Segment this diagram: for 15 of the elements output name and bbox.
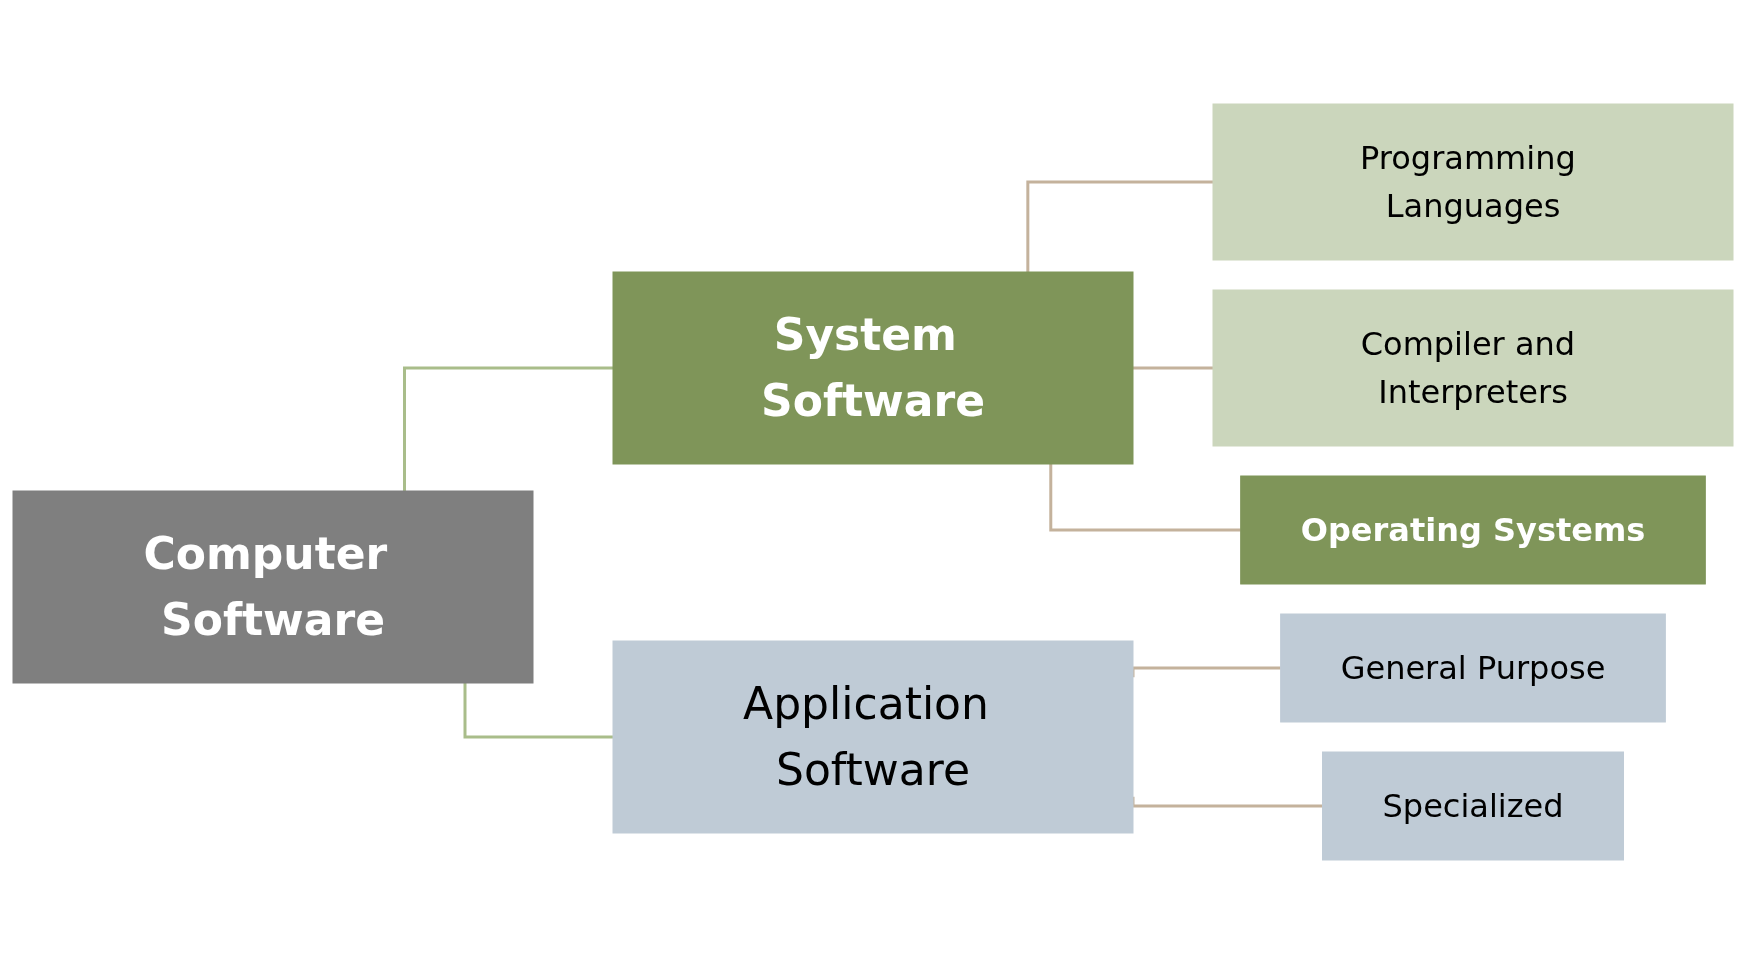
node-box: System Software	[612, 271, 1133, 465]
node-box: Programming Languages	[1212, 103, 1733, 261]
node-box: Operating Systems	[1239, 475, 1706, 585]
connector	[1131, 796, 1322, 808]
connector	[1025, 180, 1213, 272]
connector	[1131, 666, 1281, 678]
connector	[1048, 464, 1241, 532]
node-box: Application Software	[612, 640, 1133, 834]
node-box: Computer Software	[12, 490, 533, 684]
connector	[402, 366, 613, 491]
node-box: Specialized	[1321, 751, 1624, 861]
node-box: General Purpose	[1279, 613, 1666, 723]
connector	[463, 683, 613, 739]
connector	[1131, 366, 1213, 370]
node-box: Compiler and Interpreters	[1212, 289, 1733, 447]
